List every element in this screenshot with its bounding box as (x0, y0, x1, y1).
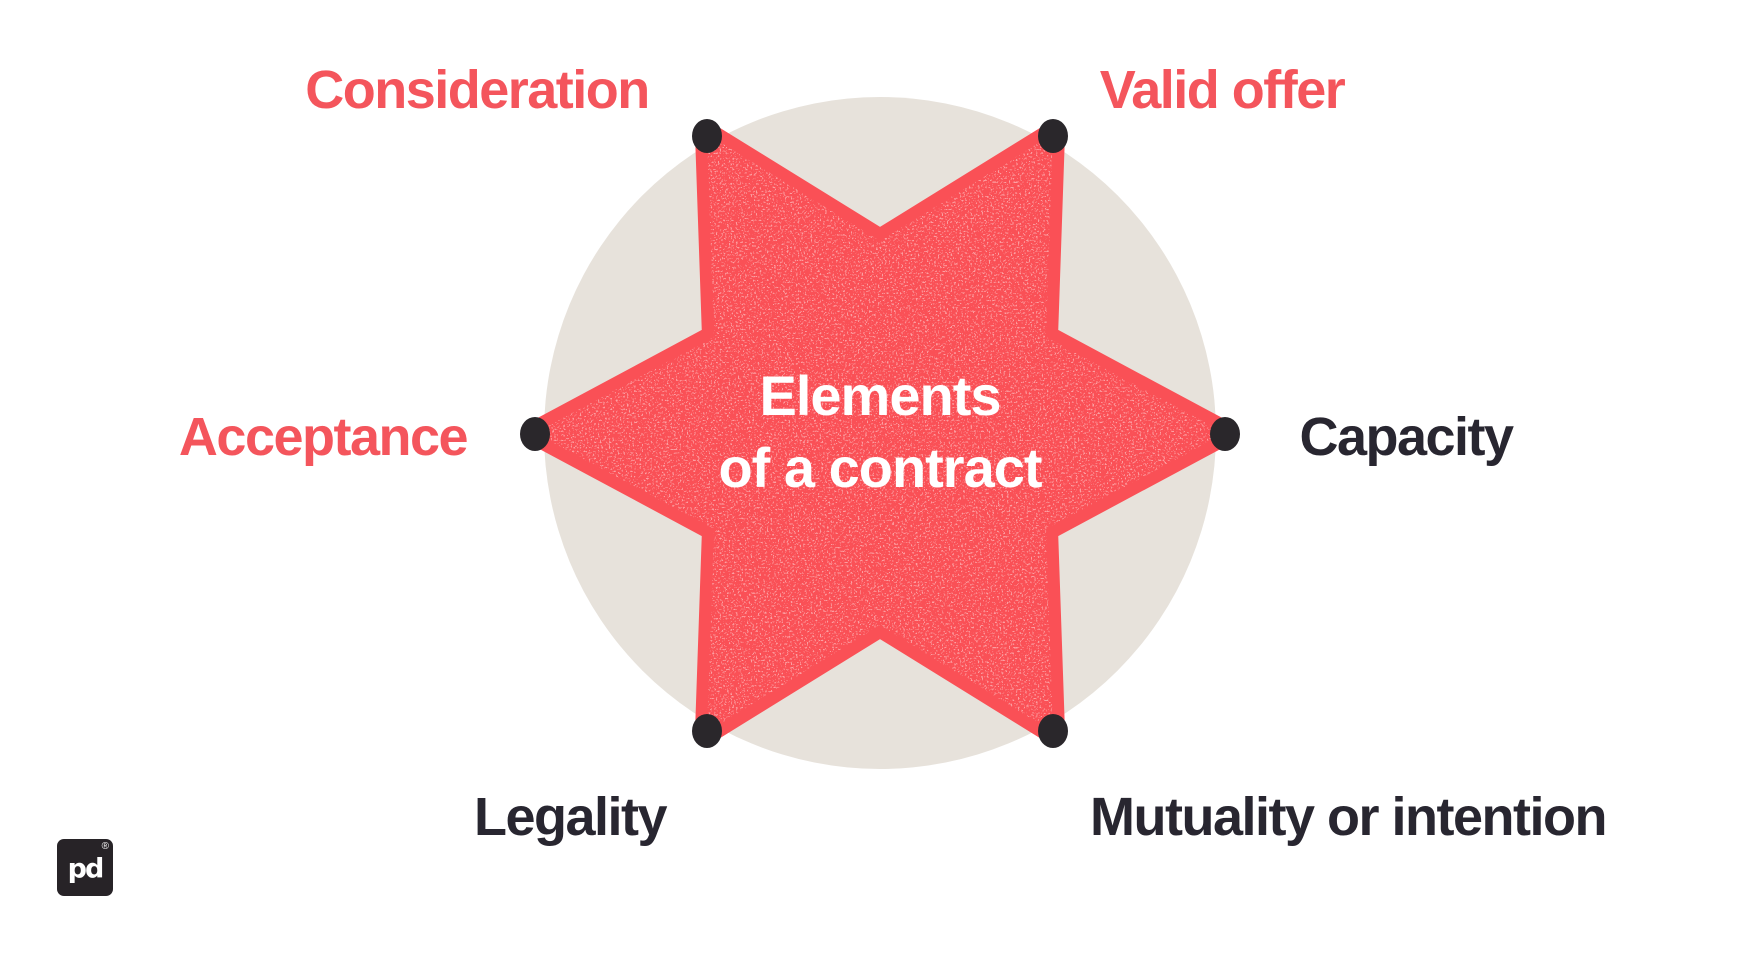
diagram-title-line2: of a contract (718, 436, 1042, 499)
diagram-title-line1: Elements (759, 364, 1002, 427)
dot-legality (692, 714, 722, 748)
star-grain-texture (535, 134, 1225, 732)
dot-capacity (1210, 417, 1240, 451)
dot-mutuality (1038, 714, 1068, 748)
pandadoc-logo: pd ® (57, 839, 113, 896)
diagram-title: Elements of a contract (718, 360, 1042, 504)
label-legality: Legality (473, 787, 668, 847)
label-acceptance: Acceptance (178, 407, 469, 467)
dot-valid-offer (1038, 119, 1068, 153)
label-consideration: Consideration (305, 60, 650, 120)
dot-consideration (692, 119, 722, 153)
registered-trademark-icon: ® (101, 841, 109, 852)
label-valid-offer: Valid offer (1099, 60, 1346, 120)
dot-acceptance (520, 417, 550, 451)
label-mutuality-or-intention: Mutuality or intention (1090, 787, 1607, 847)
star-point-dots (520, 119, 1240, 748)
label-capacity: Capacity (1299, 407, 1514, 467)
pd-monogram-icon: pd (67, 853, 105, 885)
